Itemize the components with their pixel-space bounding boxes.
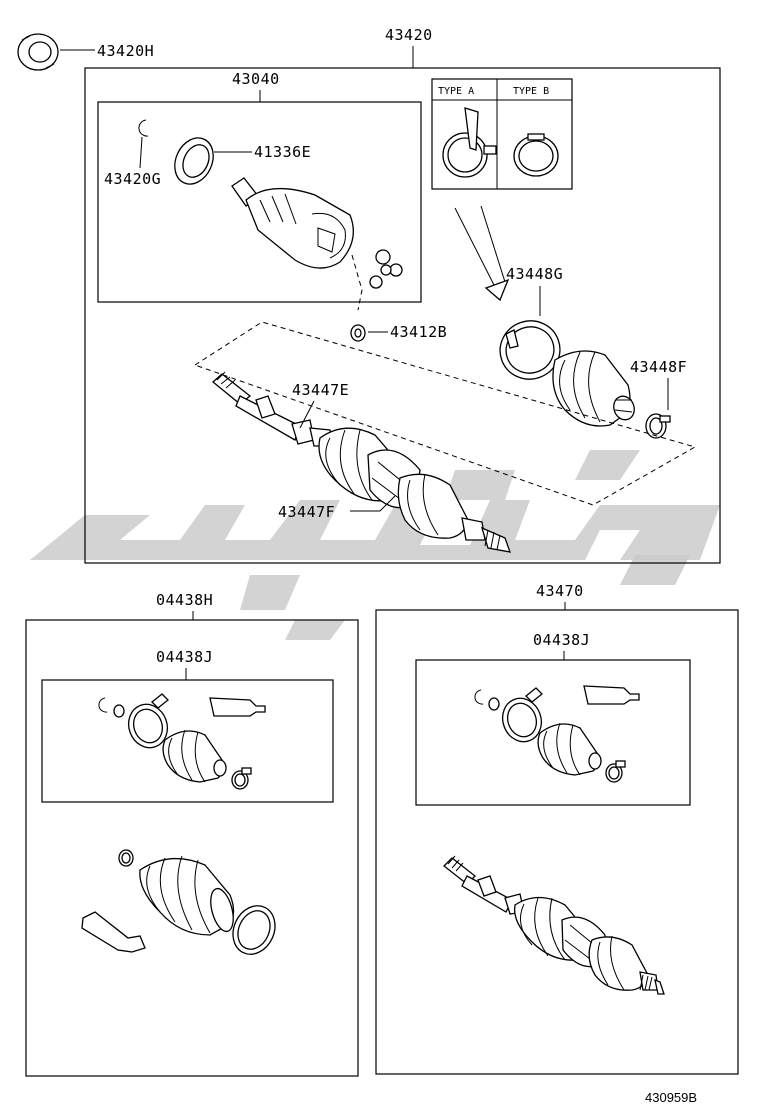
boot-right-upper — [552, 350, 635, 427]
label-43447F: 43447F — [278, 503, 335, 521]
label-04438J-left: 04438J — [156, 648, 213, 666]
seal-43420H — [17, 33, 95, 71]
drive-shaft-main — [211, 371, 511, 553]
label-type-b: TYPE B — [513, 86, 549, 97]
ring-41336E — [174, 137, 252, 185]
label-43448G: 43448G — [506, 265, 563, 283]
kit-box-04438J-left — [41, 679, 334, 803]
label-41336E: 41336E — [254, 143, 311, 161]
assembly-box-43420 — [84, 67, 721, 564]
label-04438J-right: 04438J — [533, 631, 590, 649]
label-43040: 43040 — [232, 70, 280, 88]
kit-box-04438J-right — [415, 659, 691, 806]
label-43412B: 43412B — [390, 323, 447, 341]
clamp-type-panel — [431, 78, 573, 190]
label-04438H: 04438H — [156, 591, 213, 609]
label-43420G: 43420G — [104, 170, 161, 188]
kit-parts-left-lower — [81, 849, 276, 955]
subassembly-box-43040 — [97, 101, 422, 303]
kit-box-04438H — [25, 619, 359, 1077]
label-43447E: 43447E — [292, 381, 349, 399]
label-43448F: 43448F — [630, 358, 687, 376]
assembly-box-43470 — [375, 609, 739, 1075]
reference-arrow — [454, 205, 510, 302]
snap-ring-43420G — [138, 119, 149, 169]
kit-parts-left-upper — [98, 693, 266, 790]
clamp-43448G — [499, 320, 561, 380]
drive-shaft-43470 — [443, 855, 665, 995]
kit-parts-right-upper — [474, 685, 640, 783]
label-type-a: TYPE A — [438, 86, 474, 97]
label-43470: 43470 — [536, 582, 584, 600]
figure-id: 430959B — [645, 1090, 697, 1105]
clamp-43448F — [645, 413, 671, 439]
nut-43412B — [350, 324, 388, 342]
outer-joint-housing — [231, 177, 354, 269]
tripod-joint — [351, 249, 403, 311]
label-43420H: 43420H — [97, 42, 154, 60]
label-43420: 43420 — [385, 26, 433, 44]
